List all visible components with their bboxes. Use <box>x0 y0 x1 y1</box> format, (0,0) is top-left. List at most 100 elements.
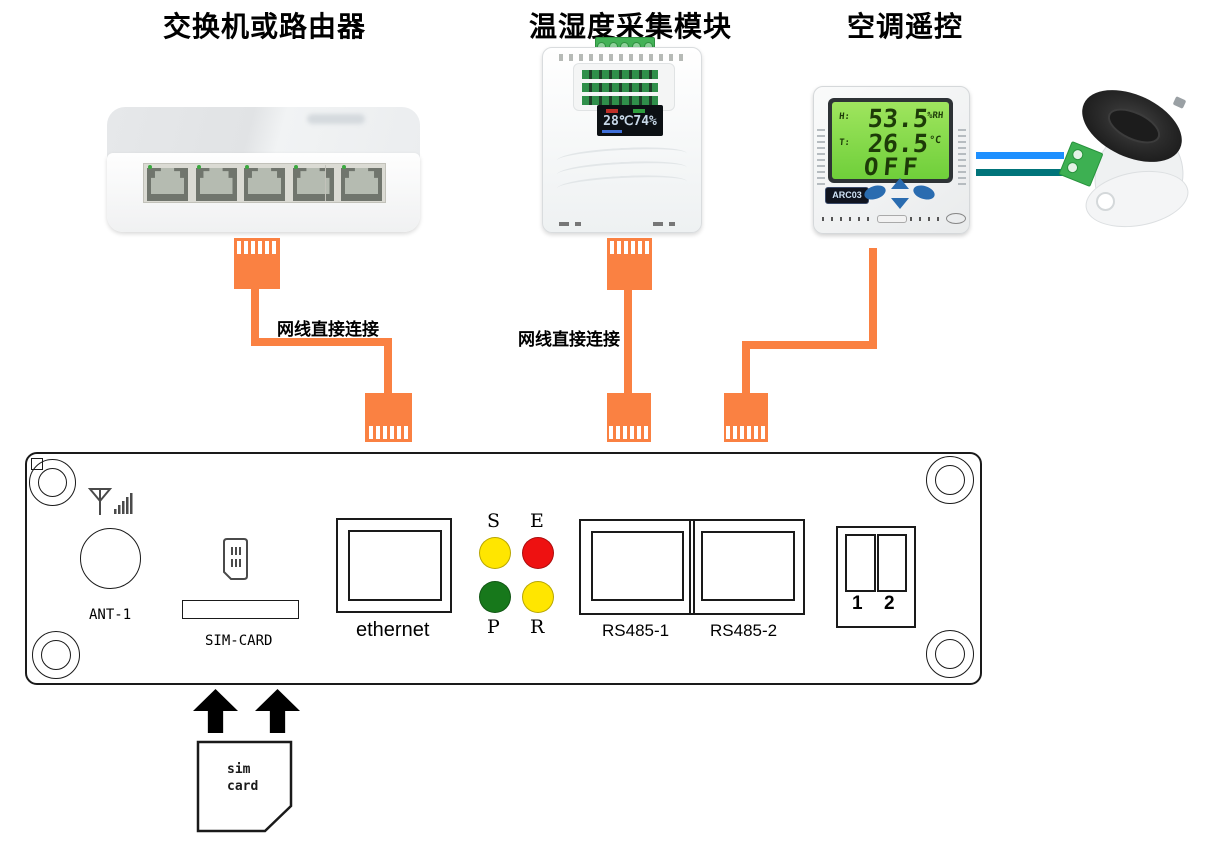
cable-segment <box>384 338 392 395</box>
ac-title: 空调遥控 <box>847 11 964 42</box>
led-r <box>522 581 554 613</box>
brand-logo-blur <box>307 114 365 124</box>
antenna-signal-icon <box>87 488 133 515</box>
led-s <box>479 537 511 569</box>
port-led-icon <box>293 165 298 169</box>
sensor-foot <box>653 222 663 226</box>
switch-title: 交换机或路由器 <box>163 11 367 42</box>
ethernet-port-outer <box>336 518 452 613</box>
rs485-1-outer <box>579 519 695 615</box>
dip-1-label: 1 <box>852 593 863 614</box>
vent-slot <box>582 83 658 92</box>
bottom-oval <box>946 213 966 224</box>
cable-label-left: 网线直接连接 <box>277 320 379 339</box>
terminal-screw-icon <box>1065 160 1080 175</box>
rs485-1-label: RS485-1 <box>602 621 670 640</box>
dip-2-label: 2 <box>884 593 895 614</box>
vent-slot <box>582 70 658 79</box>
rj45-pins-icon <box>199 168 233 194</box>
rj45-port <box>341 165 382 201</box>
lcd-h-label: H: <box>838 112 851 122</box>
ethernet-port-inner <box>348 530 442 601</box>
antenna-label: ANT-1 <box>89 607 132 623</box>
blue-wire <box>976 152 1064 159</box>
model-badge: ARC03 <box>825 187 869 204</box>
ir-head-nub <box>1172 96 1187 109</box>
dip-switch-1 <box>845 534 876 592</box>
sensor-foot <box>669 222 675 226</box>
rj45-teeth-icon <box>610 241 649 254</box>
bottom-dots <box>822 217 874 221</box>
cable-segment <box>251 286 259 344</box>
vent-slot <box>582 96 658 105</box>
ir-emitter <box>1058 75 1226 237</box>
display-humidity-tag <box>633 109 645 113</box>
cable-segment <box>624 288 632 395</box>
screw-icon <box>926 630 974 678</box>
cable-segment <box>869 248 877 348</box>
rs485-1-inner <box>591 531 684 601</box>
cable-label-middle: 网线直接连接 <box>518 330 620 349</box>
up-arrow-icon <box>193 689 238 733</box>
antenna-connector <box>80 528 141 589</box>
bottom-slot <box>877 215 907 223</box>
port-led-icon <box>148 165 152 169</box>
ac-controller: H: 53.5 %RH T: 26.5 °C OFF ARC03 <box>813 86 970 234</box>
rj45-pins-icon <box>345 168 378 194</box>
dip-switch-2 <box>877 534 907 592</box>
led-e <box>522 537 554 569</box>
lcd-screen: H: 53.5 %RH T: 26.5 °C OFF <box>832 102 949 181</box>
sim-slot <box>182 600 299 619</box>
rs485-2-label: RS485-2 <box>710 621 778 640</box>
led-r-label: R <box>530 616 545 638</box>
rs485-2-inner <box>701 531 795 601</box>
rj45-connector <box>724 393 768 442</box>
side-vent-left <box>817 129 825 185</box>
rj45-teeth-icon <box>726 426 765 439</box>
down-arrow-button <box>891 198 909 209</box>
cable-segment <box>742 341 750 395</box>
switch-device <box>107 105 420 233</box>
rj45-pins-icon <box>296 168 330 194</box>
sensor-display-value: 28℃74% <box>603 114 657 129</box>
dip-block <box>836 526 916 628</box>
lcd-t-unit: °C <box>928 135 942 146</box>
sensor-foot <box>575 222 581 226</box>
led-e-label: E <box>530 510 544 532</box>
cable-segment <box>743 341 877 349</box>
lcd-frame: H: 53.5 %RH T: 26.5 °C OFF <box>828 98 953 183</box>
screw-icon <box>935 639 965 669</box>
screw-icon <box>38 468 67 497</box>
rj45-connector <box>607 238 652 290</box>
side-vent-right <box>958 129 966 185</box>
sim-slot-label: SIM-CARD <box>205 633 273 649</box>
rj45-teeth-icon <box>609 426 648 439</box>
sensor-top-vents <box>559 54 685 61</box>
terminal-screw-icon <box>1070 147 1085 162</box>
led-p <box>479 581 511 613</box>
port-led-icon <box>342 165 346 169</box>
sensor-display: 28℃74% <box>597 105 663 136</box>
sensor-vent-panel <box>573 63 675 111</box>
port-divider <box>325 165 326 201</box>
rj45-teeth-icon <box>369 426 408 439</box>
enter-button <box>911 182 937 203</box>
cable-segment <box>251 338 392 346</box>
rj45-connector <box>607 393 651 442</box>
lcd-t-label: T: <box>838 138 851 148</box>
sim-card-shape <box>196 740 293 833</box>
rj45-connector <box>234 238 280 289</box>
rj45-pins-icon <box>151 168 184 194</box>
rj45-port <box>244 165 285 201</box>
led-p-label: P <box>487 616 500 638</box>
port-led-icon <box>245 165 249 169</box>
display-address-tag <box>602 130 622 133</box>
ethernet-label: ethernet <box>356 619 430 641</box>
up-arrow-icon <box>255 689 300 733</box>
screw-icon <box>935 465 965 495</box>
sim-card-line2: card <box>227 779 259 794</box>
sim-icon <box>223 538 248 580</box>
screw-icon <box>926 456 974 504</box>
gateway-panel <box>25 452 982 685</box>
